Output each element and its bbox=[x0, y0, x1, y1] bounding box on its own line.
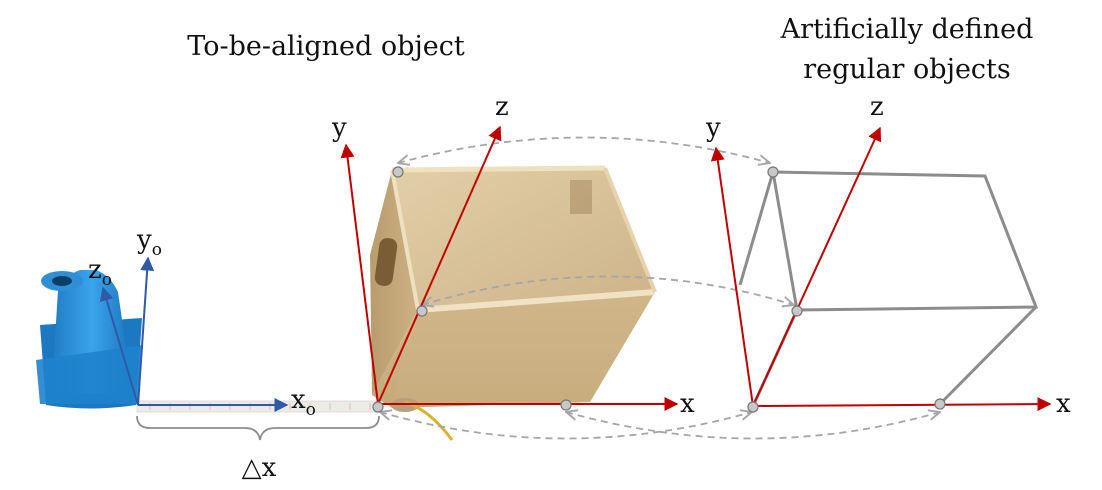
measuring-tape bbox=[136, 400, 382, 413]
offset-label: △x bbox=[242, 453, 277, 483]
traffic-cone-image bbox=[36, 270, 143, 409]
cone-x-label: xo bbox=[291, 385, 316, 420]
regular-z-label: z bbox=[870, 92, 884, 122]
right-title-line2: regular objects bbox=[803, 54, 1011, 85]
regular-y-axis bbox=[710, 146, 754, 407]
cone-axes bbox=[99, 256, 289, 412]
right-title-line1: Artificially defined bbox=[780, 14, 1034, 45]
corner-points bbox=[372, 166, 946, 413]
offset-brace bbox=[136, 415, 380, 441]
box-y-label: y bbox=[331, 113, 347, 143]
cone-z-axis bbox=[99, 286, 139, 406]
regular-y-label: y bbox=[705, 113, 721, 143]
box-x-label: x bbox=[680, 389, 695, 419]
regular-z-axis bbox=[752, 126, 882, 407]
wooden-box-image bbox=[370, 165, 657, 441]
cone-z-label: zo bbox=[88, 255, 112, 290]
regular-x-label: x bbox=[1056, 389, 1071, 419]
box-y-axis bbox=[340, 143, 379, 405]
left-title: To-be-aligned object bbox=[187, 31, 465, 62]
box-z-label: z bbox=[495, 92, 509, 122]
regular-object-wireframe bbox=[738, 170, 1039, 407]
box-axes bbox=[340, 125, 679, 411]
box-z-axis bbox=[377, 125, 502, 405]
cone-y-label: yo bbox=[136, 225, 162, 260]
cone-y-axis bbox=[137, 256, 155, 406]
regular-axes bbox=[710, 126, 1052, 412]
regular-x-axis bbox=[752, 397, 1052, 412]
